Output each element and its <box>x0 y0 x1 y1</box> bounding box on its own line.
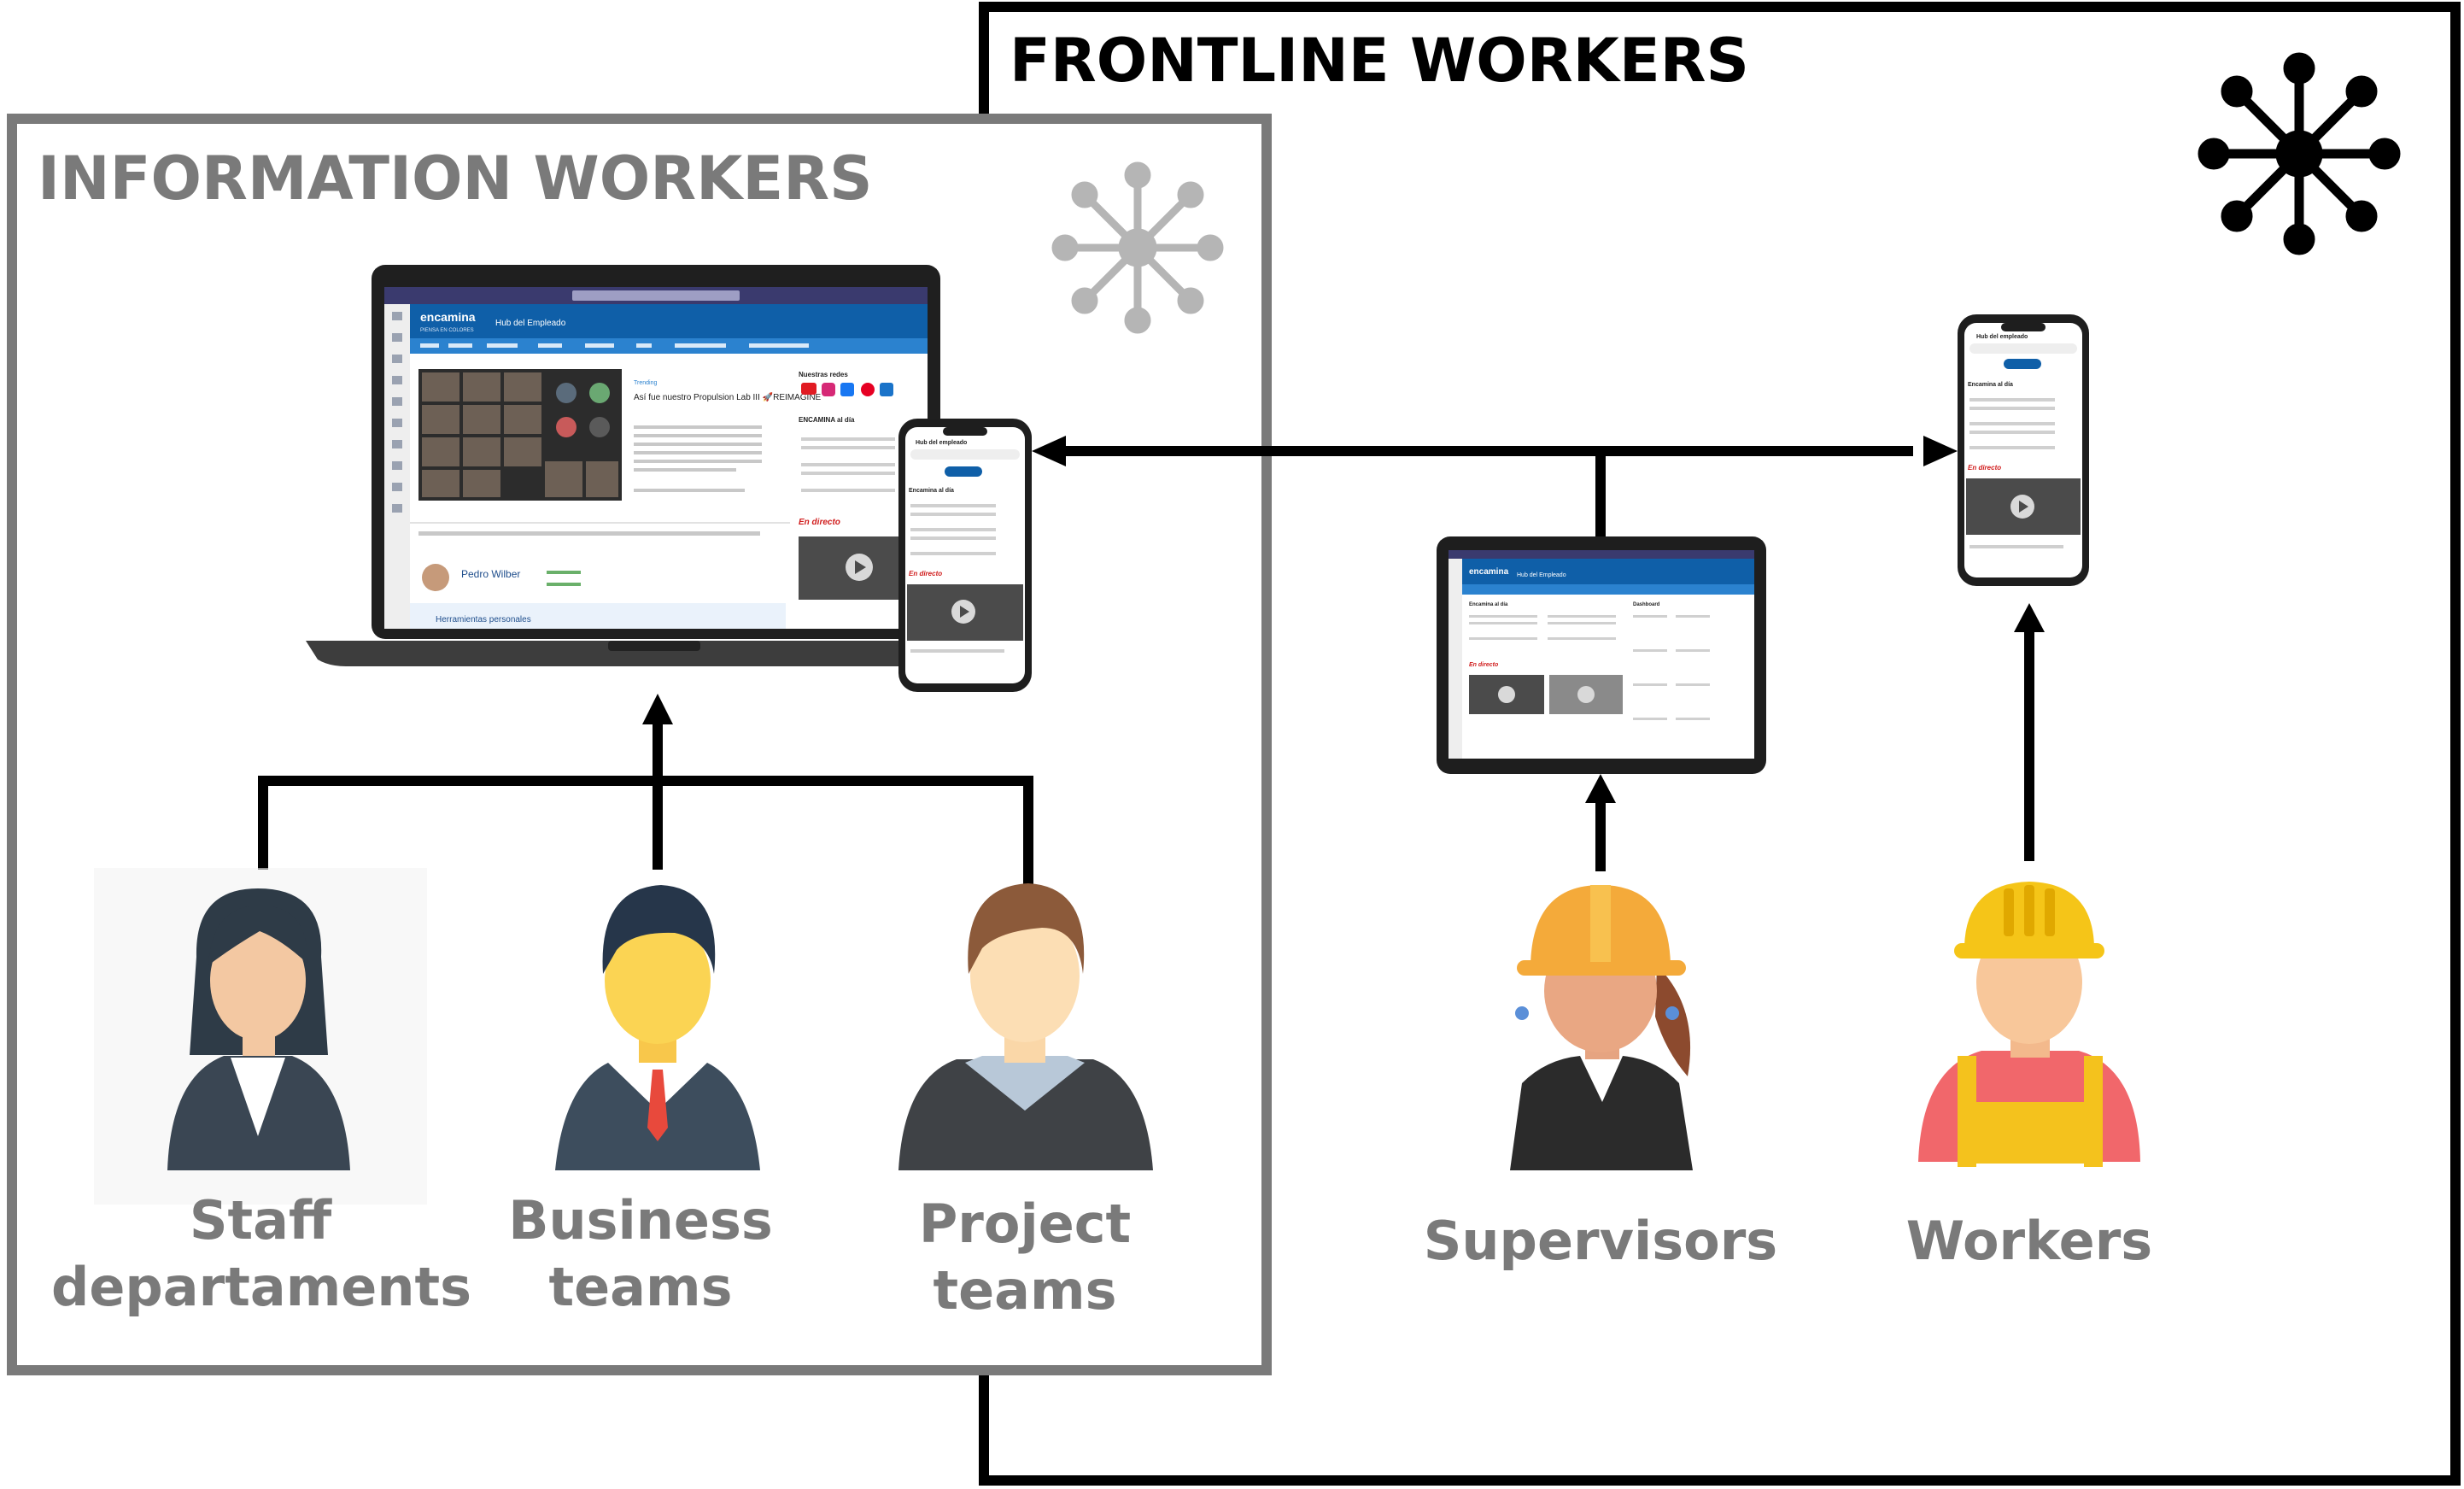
tablet-app-title: Hub del Empleado <box>1517 572 1566 578</box>
frontline-title: FRONTLINE WORKERS <box>1010 26 1749 96</box>
person-name: Pedro Wilber <box>461 568 520 580</box>
business-label-line1: Business <box>508 1189 773 1252</box>
arrowhead-right <box>1923 436 1958 466</box>
tablet-brand: encamina <box>1469 567 1509 577</box>
project-label-line2: teams <box>933 1259 1117 1322</box>
arrowhead-up-tablet <box>1585 774 1616 803</box>
arrowhead-up-laptop <box>642 694 673 724</box>
staff-label-line2: departaments <box>51 1256 472 1318</box>
brand-sub-text: PIENSA EN COLORES <box>420 328 474 333</box>
tablet-today: Encamina al día <box>1469 602 1508 607</box>
project-person-icon <box>898 883 1153 1170</box>
mobile-live-1: En directo <box>909 570 942 577</box>
project-label-line1: Project <box>918 1193 1132 1255</box>
mobile-today-1: Encamina al día <box>909 488 954 494</box>
tools-title: Herramientas personales <box>436 615 531 624</box>
hub-icon-gray <box>1051 161 1224 334</box>
project-label: Project teams <box>863 1191 1187 1324</box>
app-title-text: Hub del Empleado <box>495 319 566 328</box>
arrowheads <box>642 436 2045 803</box>
tablet-live: En directo <box>1469 662 1499 668</box>
brand-text: encamina <box>420 310 476 324</box>
post-title: Así fue nuestro Propulsion Lab III 🚀REIM… <box>634 391 822 402</box>
business-label: Business teams <box>478 1187 803 1321</box>
phone-device-2: Hub del empleado Encamina al día En dire… <box>1958 314 2089 586</box>
workers-label: Workers <box>1905 1210 2153 1272</box>
tablet-dashboard: Dashboard <box>1633 602 1660 607</box>
staff-label: Staff departaments <box>51 1187 472 1321</box>
mobile-today-2: Encamina al día <box>1968 382 2013 388</box>
live-title: En directo <box>799 518 840 527</box>
supervisors-label: Supervisors <box>1423 1210 1778 1272</box>
networks-title: Nuestras redes <box>799 371 848 378</box>
staff-label-line1: Staff <box>189 1189 332 1252</box>
information-title: INFORMATION WORKERS <box>38 144 873 214</box>
mobile-title-2: Hub del empleado <box>1976 334 2028 340</box>
laptop-device: encamina PIENSA EN COLORES Hub del Emple… <box>306 265 1008 666</box>
worker-person-icon <box>1918 882 2140 1167</box>
hub-icon-black <box>2198 52 2401 255</box>
tablet-device: encamina Hub del Empleado Encamina al dí… <box>1437 536 1766 774</box>
supervisor-person-icon <box>1510 885 1693 1170</box>
mobile-live-2: En directo <box>1968 464 2001 472</box>
mobile-title-1: Hub del empleado <box>916 440 967 446</box>
today-title: ENCAMINA al día <box>799 416 855 424</box>
arrowhead-left <box>1032 436 1066 466</box>
arrowhead-up-phone <box>2014 603 2045 632</box>
business-person-icon <box>538 885 777 1170</box>
phone-device-1: Hub del empleado Encamina al día En dire… <box>898 419 1032 692</box>
staff-person-icon <box>94 868 427 1205</box>
post-tag: Trending <box>634 380 657 386</box>
connector-lines <box>258 446 2034 888</box>
business-label-line2: teams <box>548 1256 733 1318</box>
